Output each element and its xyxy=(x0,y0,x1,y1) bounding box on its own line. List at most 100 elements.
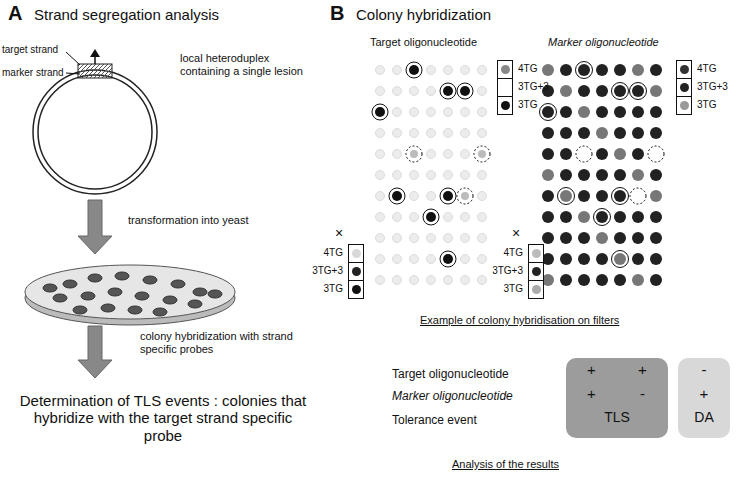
colony-spot xyxy=(426,212,436,222)
colony-spot xyxy=(444,171,453,180)
colony-spot xyxy=(393,150,402,159)
spot-ring xyxy=(406,62,422,78)
panel-letter: B xyxy=(330,2,344,25)
colony-spot xyxy=(560,169,572,181)
colony-spot xyxy=(478,87,487,96)
colony-spot xyxy=(427,171,436,180)
colony-spot xyxy=(560,190,572,202)
colony-spot xyxy=(632,106,644,118)
colony-spot xyxy=(650,64,662,76)
probe-label: 4TG xyxy=(324,247,343,259)
colony-spot xyxy=(376,276,385,285)
colony-spot xyxy=(632,274,644,286)
spot-ring xyxy=(594,209,611,226)
colony-spot xyxy=(542,190,554,202)
result-box: -+DA xyxy=(678,358,730,438)
spot-ring xyxy=(612,83,629,100)
spot-ring xyxy=(457,188,473,204)
colony-spot xyxy=(427,255,436,264)
colony-spot xyxy=(444,234,453,243)
colony-spot xyxy=(410,234,419,243)
colony-spot xyxy=(650,274,662,286)
strand-label: target strand xyxy=(2,44,58,56)
colony-spot xyxy=(614,148,626,160)
spot-ring xyxy=(612,188,629,205)
panel-letter: A xyxy=(8,2,22,25)
row-label: Tolerance event xyxy=(392,414,477,428)
colony-spot xyxy=(478,129,487,138)
colony-spot xyxy=(578,253,590,265)
colony-spot xyxy=(560,253,572,265)
colony-spot xyxy=(542,148,554,160)
control-spot-box: 4TG xyxy=(348,244,364,263)
spot-ring xyxy=(612,251,629,268)
colony-spot xyxy=(560,274,572,286)
hybridization-spot xyxy=(680,83,689,92)
filter-title: Target oligonucleotide xyxy=(370,36,477,49)
hybridization-spot xyxy=(532,249,541,258)
colony xyxy=(88,274,102,282)
colony-spot xyxy=(596,274,608,286)
colony-spot xyxy=(393,129,402,138)
colony-spot xyxy=(461,234,470,243)
colony-spot xyxy=(614,64,626,76)
control-spot-box: 3TG xyxy=(676,96,692,115)
spot-ring xyxy=(406,146,422,162)
result-box: +++-TLS xyxy=(566,358,668,438)
colony-spot xyxy=(427,66,436,75)
colony-spot xyxy=(596,148,608,160)
colony-spot xyxy=(596,64,608,76)
colony-spot xyxy=(478,66,487,75)
hybridization-spot xyxy=(532,285,541,294)
colony xyxy=(101,304,115,312)
probe-label: 3TG+3 xyxy=(518,81,549,93)
colony xyxy=(135,292,149,300)
colony-spot xyxy=(376,192,385,201)
colony-spot xyxy=(409,65,419,75)
colony-spot xyxy=(650,190,662,202)
section-caption: Analysis of the results xyxy=(452,458,559,471)
colony-spot xyxy=(578,274,590,286)
spot-ring xyxy=(440,188,456,204)
colony-spot xyxy=(461,171,470,180)
colony-spot xyxy=(614,85,626,97)
colony-spot xyxy=(478,255,487,264)
colony-spot xyxy=(614,253,626,265)
colony-spot xyxy=(461,192,469,200)
control-spot-box: 3TG+3 xyxy=(348,262,364,281)
colony-spot xyxy=(444,276,453,285)
result-text: - xyxy=(640,385,645,403)
step-label: transformation into yeast xyxy=(128,214,248,227)
colony-spot xyxy=(560,85,572,97)
colony-spot xyxy=(632,232,644,244)
colony xyxy=(128,306,142,314)
cross-mark: × xyxy=(335,225,343,241)
probe-label: 3TG+3 xyxy=(312,265,343,277)
colony-spot xyxy=(461,213,470,222)
panel-title: Strand segregation analysis xyxy=(34,6,219,23)
colony-spot xyxy=(427,234,436,243)
spot-ring xyxy=(576,146,592,162)
colony-spot xyxy=(478,150,486,158)
spot-ring xyxy=(648,146,664,162)
colony-spot xyxy=(596,253,608,265)
colony-spot xyxy=(461,276,470,285)
colony-spot xyxy=(650,211,662,223)
colony-spot xyxy=(632,127,644,139)
spot-ring xyxy=(576,62,593,79)
colony-spot xyxy=(614,127,626,139)
colony-spot xyxy=(542,106,554,118)
hybridization-spot xyxy=(680,101,689,110)
colony-spot xyxy=(392,191,402,201)
row-label: Target oligonucleotide xyxy=(392,368,509,382)
colony xyxy=(193,288,207,296)
colony-spot xyxy=(632,211,644,223)
colony-spot xyxy=(461,150,470,159)
colony xyxy=(63,280,77,288)
colony-spot xyxy=(614,190,626,202)
control-spot-box: 4TG xyxy=(528,244,544,263)
probe-label: 3TG xyxy=(324,283,343,295)
colony-spot xyxy=(478,276,487,285)
colony-spot xyxy=(478,108,487,117)
colony-spot xyxy=(596,85,608,97)
